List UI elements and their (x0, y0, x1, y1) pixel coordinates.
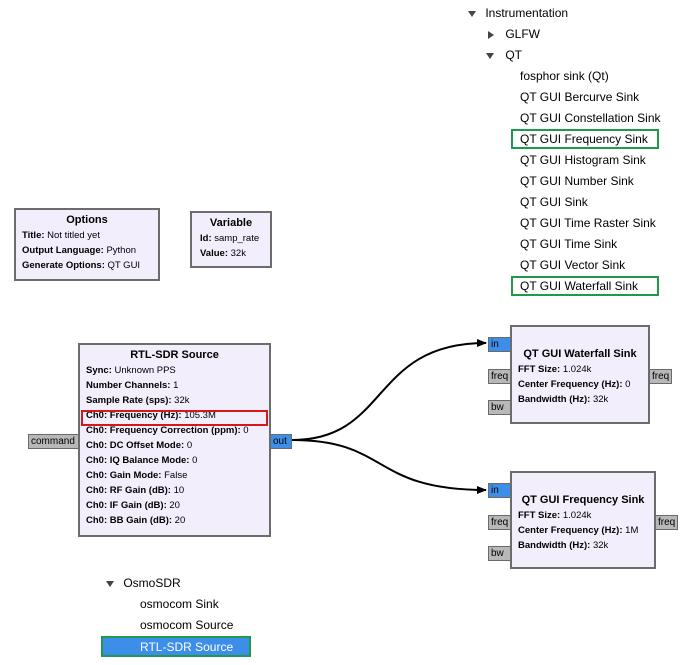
expand-down-icon (468, 10, 476, 17)
param-row: FFT Size: 1.024k (518, 510, 592, 521)
tree-item-time-sink[interactable]: QT GUI Time Sink (520, 237, 618, 251)
param-row-frequency: Ch0: Frequency (Hz): 105.3M (86, 410, 216, 421)
expand-down-icon (486, 52, 494, 59)
param-row: Sync: Unknown PPS (86, 365, 176, 376)
tree-item-time-raster-sink[interactable]: QT GUI Time Raster Sink (520, 216, 656, 230)
expand-right-icon (488, 30, 494, 39)
param-row: Ch0: IQ Balance Mode: 0 (86, 455, 198, 466)
param-row: Center Frequency (Hz): 0 (518, 379, 631, 390)
param-row: Generate Options: QT GUI (22, 260, 141, 271)
tree-item-waterfall-sink[interactable]: QT GUI Waterfall Sink (520, 279, 639, 293)
block-title: Variable (209, 217, 253, 229)
port-freq-in[interactable]: freq (488, 369, 511, 384)
waterfall-sink-block[interactable]: QT GUI Waterfall Sink FFT Size: 1.024k C… (510, 325, 650, 424)
param-row: Bandwidth (Hz): 32k (518, 540, 609, 551)
param-row: Sample Rate (sps): 32k (86, 395, 190, 406)
port-in[interactable]: in (488, 337, 511, 352)
tree-item-histogram-sink[interactable]: QT GUI Histogram Sink (520, 153, 646, 167)
tree-item-osmocom-sink[interactable]: osmocom Sink (140, 597, 219, 611)
param-row: Ch0: Frequency Correction (ppm): 0 (86, 425, 249, 436)
block-title: QT GUI Waterfall Sink (523, 348, 637, 360)
tree-group-glfw[interactable]: GLFW (488, 26, 540, 42)
tree-category-label: OsmoSDR (123, 576, 181, 590)
param-row: Ch0: Gain Mode: False (86, 470, 188, 481)
port-bw[interactable]: bw (488, 546, 511, 561)
tree-group-qt[interactable]: QT (486, 47, 522, 63)
param-row: Ch0: IF Gain (dB): 20 (86, 500, 180, 511)
tree-item-fosphor-sink[interactable]: fosphor sink (Qt) (520, 69, 609, 83)
param-row: Bandwidth (Hz): 32k (518, 394, 609, 405)
port-freq-out[interactable]: freq (649, 369, 672, 384)
tree-category-label: Instrumentation (485, 6, 569, 20)
port-in[interactable]: in (488, 483, 511, 498)
options-block[interactable]: Options Title: Not titled yet Output Lan… (14, 208, 160, 281)
param-row: Id: samp_rate (200, 233, 260, 244)
port-freq-out[interactable]: freq (655, 515, 678, 530)
block-title: RTL-SDR Source (130, 349, 219, 361)
tree-group-label: QT (505, 48, 523, 62)
param-row: Value: 32k (200, 248, 246, 259)
tree-item-constellation-sink[interactable]: QT GUI Constellation Sink (520, 111, 661, 125)
tree-category-osmosdr[interactable]: OsmoSDR (106, 575, 181, 591)
param-row: Ch0: BB Gain (dB): 20 (86, 515, 186, 526)
tree-item-frequency-sink[interactable]: QT GUI Frequency Sink (520, 132, 648, 146)
param-row: Center Frequency (Hz): 1M (518, 525, 639, 536)
param-row: Ch0: DC Offset Mode: 0 (86, 440, 193, 451)
wire-to-frequency (291, 439, 487, 494)
wire-to-waterfall (291, 339, 487, 441)
tree-item-number-sink[interactable]: QT GUI Number Sink (520, 174, 634, 188)
param-row: Number Channels: 1 (86, 380, 179, 391)
highlight-frequency-param (81, 410, 268, 426)
param-row: Output Language: Python (22, 245, 137, 256)
tree-item-osmocom-source[interactable]: osmocom Source (140, 618, 234, 632)
tree-item-qt-gui-sink[interactable]: QT GUI Sink (520, 195, 588, 209)
tree-category-instrumentation[interactable]: Instrumentation (468, 5, 568, 21)
block-title: Options (66, 214, 108, 226)
highlight-waterfall-sink (511, 276, 659, 296)
port-freq-in[interactable]: freq (488, 515, 511, 530)
param-row: Ch0: RF Gain (dB): 10 (86, 485, 185, 496)
param-row: Title: Not titled yet (22, 230, 100, 241)
port-command[interactable]: command (28, 434, 79, 449)
block-title: QT GUI Frequency Sink (521, 494, 645, 506)
frequency-sink-block[interactable]: QT GUI Frequency Sink FFT Size: 1.024k C… (510, 471, 656, 569)
tree-item-vector-sink[interactable]: QT GUI Vector Sink (520, 258, 626, 272)
tree-item-bercurve-sink[interactable]: QT GUI Bercurve Sink (520, 90, 640, 104)
highlight-frequency-sink (511, 129, 659, 149)
port-bw[interactable]: bw (488, 400, 511, 415)
tree-group-label: GLFW (505, 27, 541, 41)
param-row: FFT Size: 1.024k (518, 364, 592, 375)
expand-down-icon (106, 580, 114, 587)
variable-block[interactable]: Variable Id: samp_rate Value: 32k (190, 211, 272, 268)
rtl-sdr-source-block[interactable]: RTL-SDR Source Sync: Unknown PPS Number … (78, 343, 271, 537)
port-out[interactable]: out (270, 434, 292, 449)
tree-item-rtl-sdr-source[interactable]: RTL-SDR Source (101, 636, 251, 657)
